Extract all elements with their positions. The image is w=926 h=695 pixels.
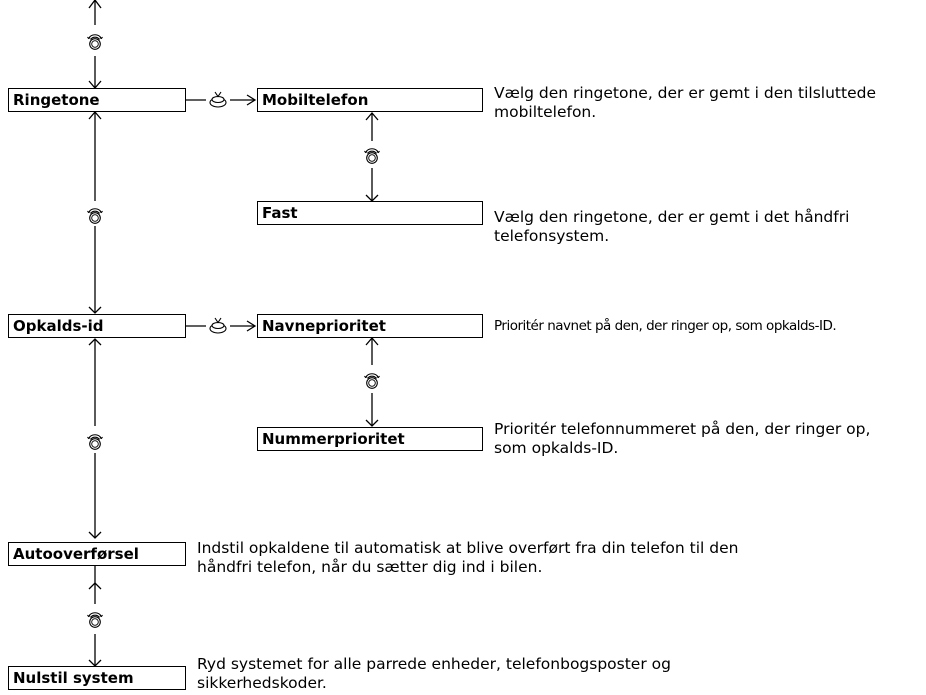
description-line: mobiltelefon. [494, 103, 597, 121]
menu-item-opkalds-id[interactable]: Opkalds-id [8, 314, 186, 338]
description-nummerprioritet: Prioritér telefonnummeret på den, der ri… [494, 420, 870, 458]
rotate-knob-icon [86, 34, 104, 50]
menu-item-navneprioritet[interactable]: Navneprioritet [257, 314, 483, 338]
description-navneprioritet: Prioritér navnet på den, der ringer op, … [494, 317, 837, 336]
menu-item-ringetone[interactable]: Ringetone [8, 88, 186, 112]
rotate-knob-icon [363, 373, 381, 389]
description-line: Vælg den ringetone, der er gemt i den ti… [494, 84, 876, 102]
description-line: Indstil opkaldene til automatisk at bliv… [197, 539, 739, 557]
description-line: Vælg den ringetone, der er gemt i det hå… [494, 208, 850, 226]
menu-item-fast[interactable]: Fast [257, 201, 483, 225]
press-knob-icon [209, 317, 227, 334]
description-mobiltelefon: Vælg den ringetone, der er gemt i den ti… [494, 84, 876, 122]
description-autooverforsel: Indstil opkaldene til automatisk at bliv… [197, 539, 738, 577]
rotate-knob-icon [86, 208, 104, 224]
description-line: telefonsystem. [494, 227, 610, 245]
menu-item-autooverforsel[interactable]: Autooverførsel [8, 542, 186, 566]
rotate-knob-icon [86, 612, 104, 628]
description-line: Prioritér telefonnummeret på den, der ri… [494, 420, 871, 438]
description-line: sikkerhedskoder. [197, 674, 327, 692]
description-line: Ryd systemet for alle parrede enheder, t… [197, 655, 671, 673]
press-knob-icon [209, 91, 227, 108]
menu-item-nulstil-system[interactable]: Nulstil system [8, 666, 186, 690]
description-line: håndfri telefon, når du sætter dig ind i… [197, 558, 543, 576]
rotate-knob-icon [363, 148, 381, 164]
rotate-knob-icon [86, 434, 104, 450]
description-fast: Vælg den ringetone, der er gemt i det hå… [494, 208, 849, 246]
menu-item-mobiltelefon[interactable]: Mobiltelefon [257, 88, 483, 112]
description-line: som opkalds-ID. [494, 439, 619, 457]
description-nulstil-system: Ryd systemet for alle parrede enheder, t… [197, 655, 671, 693]
menu-item-nummerprioritet[interactable]: Nummerprioritet [257, 427, 483, 451]
description-line: Prioritér navnet på den, der ringer op, … [494, 318, 837, 334]
